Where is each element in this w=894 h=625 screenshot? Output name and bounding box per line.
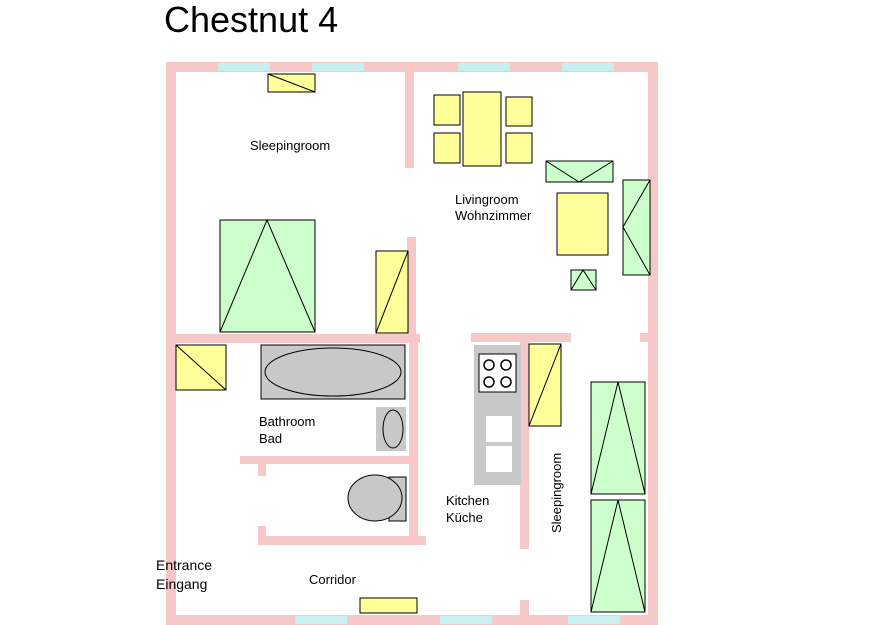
coffee-table xyxy=(556,192,609,256)
small-table xyxy=(570,269,597,291)
bathtub xyxy=(260,344,406,400)
bath-cabinet xyxy=(175,344,227,391)
single-bed-1 xyxy=(590,381,646,495)
stove xyxy=(478,353,517,393)
dining-table xyxy=(462,91,502,167)
plan-title: Chestnut 4 xyxy=(164,0,338,40)
windows xyxy=(218,63,620,624)
corridor-shelf xyxy=(359,597,418,614)
label-bad: Bad xyxy=(259,431,282,446)
label-sleepingroom-2: Sleepingroom xyxy=(549,453,564,533)
sofa-top xyxy=(545,160,614,183)
label-corridor: Corridor xyxy=(309,572,357,587)
washbasin xyxy=(376,407,406,451)
single-bed-2 xyxy=(590,499,646,613)
wardrobe-sleeping2 xyxy=(528,343,562,427)
label-kueche: Küche xyxy=(446,510,483,525)
label-sleepingroom-1: Sleepingroom xyxy=(250,138,330,153)
wardrobe-side xyxy=(375,250,409,334)
label-entrance: Entrance xyxy=(156,557,212,573)
label-bathroom: Bathroom xyxy=(259,414,315,429)
label-kitchen: Kitchen xyxy=(446,493,489,508)
toilet xyxy=(347,474,407,522)
dining-chairs xyxy=(433,94,533,164)
outer-walls xyxy=(166,62,658,625)
label-wohnzimmer: Wohnzimmer xyxy=(455,208,532,223)
inner-walls xyxy=(176,72,650,616)
double-bed xyxy=(219,218,316,333)
kitchen-sink xyxy=(486,416,512,472)
label-eingang: Eingang xyxy=(156,576,207,592)
sofa-side xyxy=(622,179,651,276)
wardrobe-top xyxy=(267,73,316,93)
label-livingroom: Livingroom xyxy=(455,192,519,207)
